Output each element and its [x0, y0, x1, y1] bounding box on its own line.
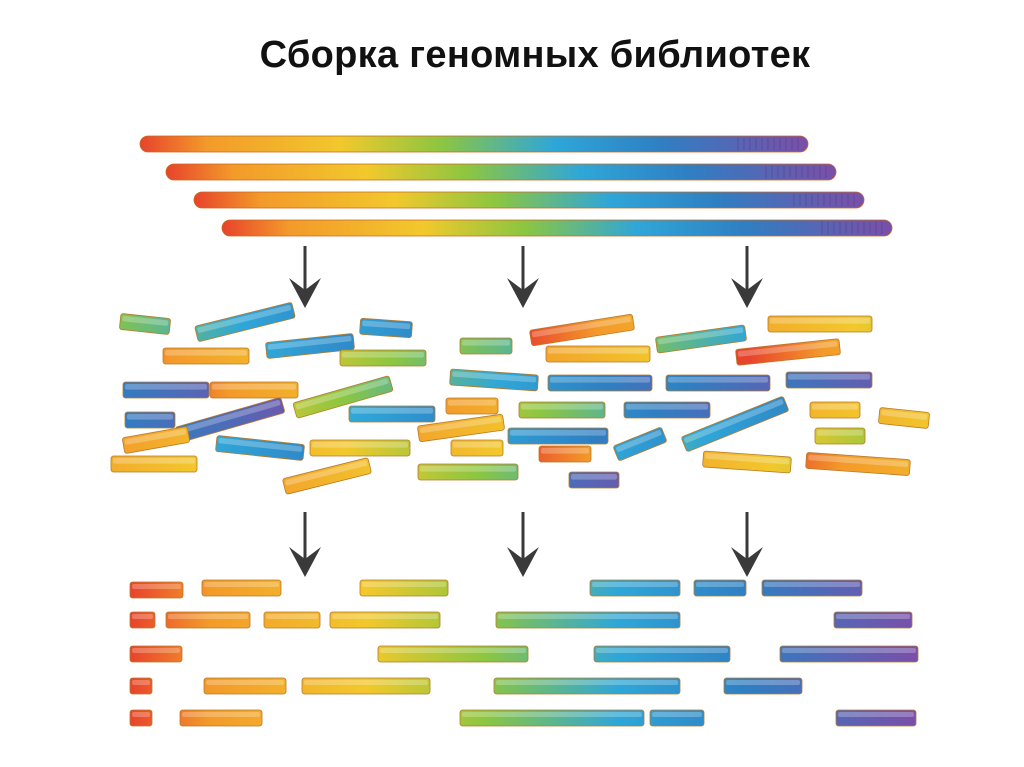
fragment-11	[767, 315, 873, 333]
aligned-fragment	[723, 677, 803, 695]
fragment-9	[545, 345, 651, 363]
fragment-23	[445, 397, 499, 415]
fragment-5	[162, 347, 250, 365]
fragment-3	[265, 333, 355, 359]
aligned-fragment	[129, 645, 183, 663]
aligned-fragment	[165, 611, 251, 629]
random-fragments	[110, 302, 930, 495]
fragment-39	[417, 463, 519, 481]
fragment-17	[547, 374, 653, 392]
assembled-fragments	[129, 579, 919, 727]
fragment-31	[417, 414, 505, 442]
genome-copy-4	[221, 219, 893, 237]
slide-title: Сборка геномных библиотек	[259, 34, 811, 76]
fragment-24	[518, 401, 606, 419]
fragment-40	[538, 445, 592, 463]
fragment-20	[124, 411, 176, 429]
aligned-fragment	[493, 677, 681, 695]
down-arrow-icon	[507, 246, 539, 308]
aligned-fragment	[129, 677, 153, 695]
fragment-8	[529, 313, 635, 347]
fragment-30	[309, 439, 411, 457]
down-arrow-icon	[507, 512, 539, 577]
process-arrows	[289, 246, 763, 577]
fragment-42	[702, 450, 792, 474]
down-arrow-icon	[731, 512, 763, 577]
aligned-fragment	[377, 645, 529, 663]
fragment-29	[215, 435, 305, 461]
down-arrow-icon	[289, 512, 321, 577]
aligned-fragment	[693, 579, 747, 597]
fragment-36	[110, 455, 198, 473]
aligned-fragment	[835, 709, 917, 727]
fragment-22	[348, 405, 436, 423]
fragment-19	[785, 371, 873, 389]
fragment-32	[507, 427, 609, 445]
fragment-43	[805, 452, 911, 476]
fragment-28	[122, 426, 190, 454]
fragment-26	[809, 401, 861, 419]
fragment-16	[449, 368, 539, 392]
fragment-18	[665, 374, 771, 392]
aligned-fragment	[359, 579, 449, 597]
genome-copy-1	[139, 135, 809, 153]
aligned-fragment	[495, 611, 681, 629]
fragment-2	[194, 302, 296, 342]
aligned-fragment	[589, 579, 681, 597]
aligned-fragment	[593, 645, 731, 663]
fragment-14	[209, 381, 299, 399]
fragment-12	[735, 338, 841, 366]
fragment-10	[655, 324, 747, 354]
fragment-25	[623, 401, 711, 419]
fragment-27	[878, 407, 930, 429]
aligned-fragment	[203, 677, 287, 695]
aligned-fragment	[129, 709, 153, 727]
aligned-fragment	[649, 709, 705, 727]
aligned-fragment	[779, 645, 919, 663]
down-arrow-icon	[289, 246, 321, 308]
fragment-34	[681, 396, 789, 452]
fragment-6	[339, 349, 427, 367]
fragment-13	[122, 381, 210, 399]
aligned-fragment	[263, 611, 321, 629]
fragment-41	[568, 471, 620, 489]
aligned-fragment	[761, 579, 863, 597]
genome-copy-3	[193, 191, 865, 209]
fragment-38	[450, 439, 504, 457]
fragment-1	[119, 313, 171, 335]
fragment-4	[359, 317, 413, 339]
aligned-fragment	[329, 611, 441, 629]
aligned-fragment	[129, 581, 184, 599]
aligned-fragment	[201, 579, 282, 597]
fragment-7	[459, 337, 513, 355]
fragment-21	[175, 397, 285, 443]
genome-copy-2	[165, 163, 837, 181]
aligned-fragment	[179, 709, 263, 727]
aligned-fragment	[129, 611, 156, 629]
fragment-37	[282, 457, 372, 495]
whole-genome-copies	[139, 135, 893, 237]
aligned-fragment	[459, 709, 645, 727]
fragment-33	[613, 427, 667, 461]
aligned-fragment	[833, 611, 913, 629]
aligned-fragment	[301, 677, 431, 695]
fragment-35	[814, 427, 866, 445]
fragment-15	[292, 375, 394, 419]
down-arrow-icon	[731, 246, 763, 308]
